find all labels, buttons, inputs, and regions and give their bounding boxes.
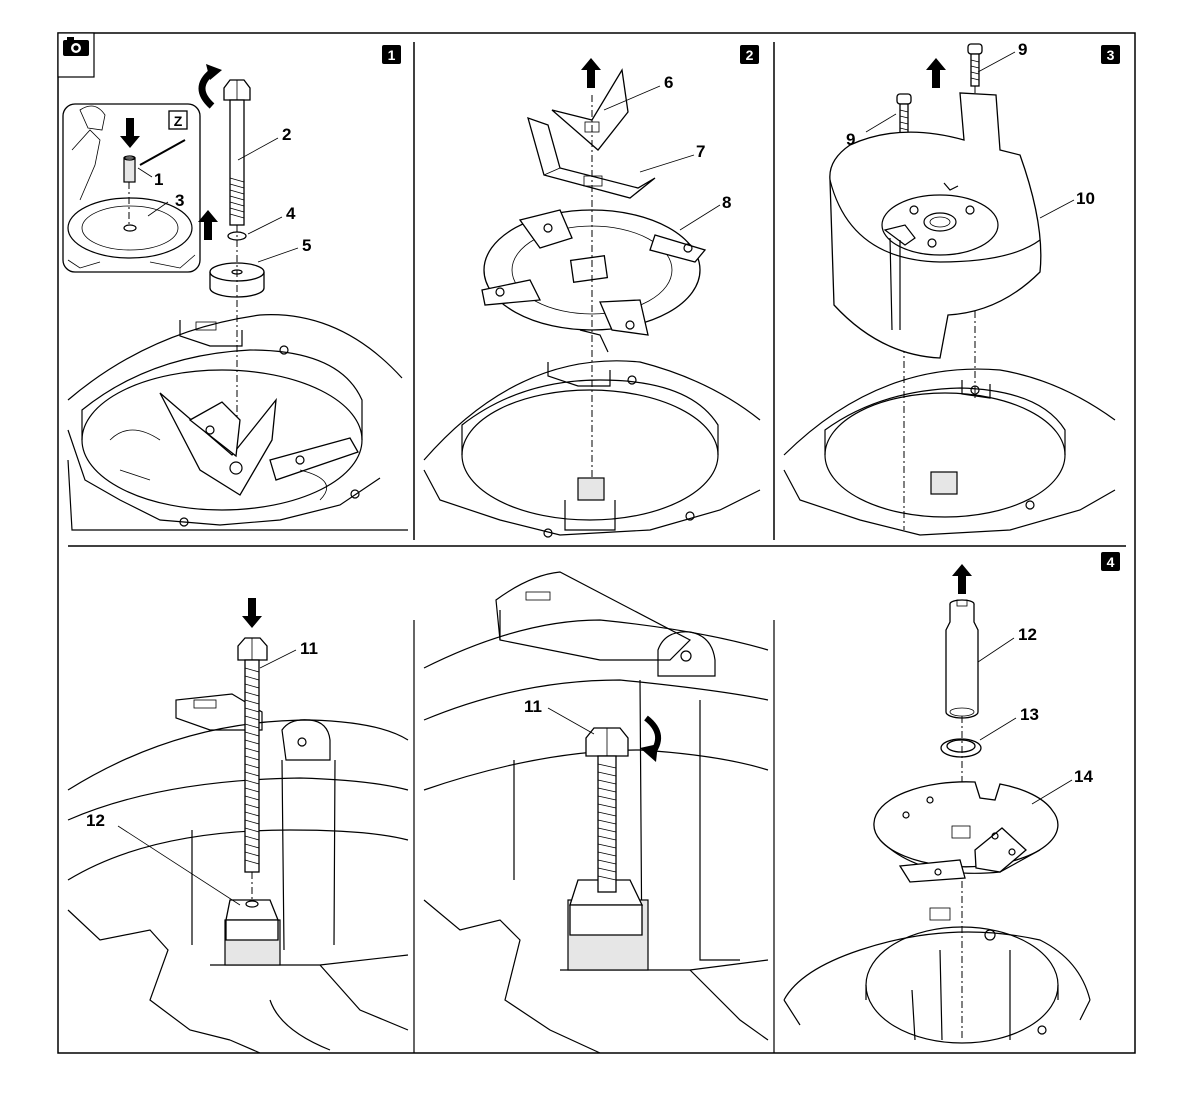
callout-4: 4	[286, 204, 296, 223]
bolt-part-2	[224, 80, 250, 225]
disc-part-14	[874, 782, 1058, 882]
ring-part-13	[941, 739, 981, 757]
step-badge-4: 4	[1101, 552, 1120, 571]
callout-7: 7	[696, 142, 705, 161]
housing-panel-2	[424, 361, 760, 537]
callout-5: 5	[302, 236, 311, 255]
detail-tag-z: Z	[174, 113, 183, 129]
arrow-down-icon	[242, 598, 262, 628]
callout-11b: 11	[524, 697, 542, 716]
arrow-up-icon	[581, 58, 601, 88]
callout-8: 8	[722, 193, 731, 212]
callout-2: 2	[282, 125, 291, 144]
callout-14: 14	[1074, 767, 1093, 786]
bolt-part-11-b	[586, 728, 628, 892]
step-badge-1: 1	[382, 45, 401, 64]
callout-3: 3	[175, 191, 184, 210]
callout-10: 10	[1076, 189, 1095, 208]
screw-part-9a	[897, 94, 911, 136]
shaft-part-12	[946, 600, 978, 718]
svg-text:1: 1	[388, 47, 396, 63]
housing-detail-right	[784, 908, 1090, 1043]
cover-part-10	[830, 93, 1041, 358]
housing-panel-3	[784, 369, 1115, 535]
housing-detail-left	[68, 694, 408, 1053]
svg-text:3: 3	[1107, 47, 1115, 63]
callout-6: 6	[664, 73, 673, 92]
arrow-up-icon	[952, 564, 972, 594]
step-badge-2: 2	[740, 45, 759, 64]
callout-12a: 12	[86, 811, 105, 830]
callout-12b: 12	[1018, 625, 1037, 644]
callout-9b: 9	[1018, 40, 1027, 59]
camera-icon	[58, 33, 94, 77]
svg-text:4: 4	[1107, 554, 1115, 570]
screw-part-9b	[968, 44, 982, 86]
step-badge-3: 3	[1101, 45, 1120, 64]
blade-disc-part-8	[482, 210, 705, 352]
svg-text:2: 2	[746, 47, 754, 63]
housing-detail-middle	[424, 572, 768, 1053]
callout-9a: 9	[846, 130, 855, 149]
blade-assembly-panel-1	[110, 393, 358, 500]
arrow-up-icon	[198, 210, 218, 240]
callout-13: 13	[1020, 705, 1039, 724]
bolt-part-11-a	[238, 638, 267, 872]
callout-11a: 11	[300, 639, 318, 658]
arrow-up-icon	[926, 58, 946, 88]
callout-1: 1	[154, 170, 163, 189]
